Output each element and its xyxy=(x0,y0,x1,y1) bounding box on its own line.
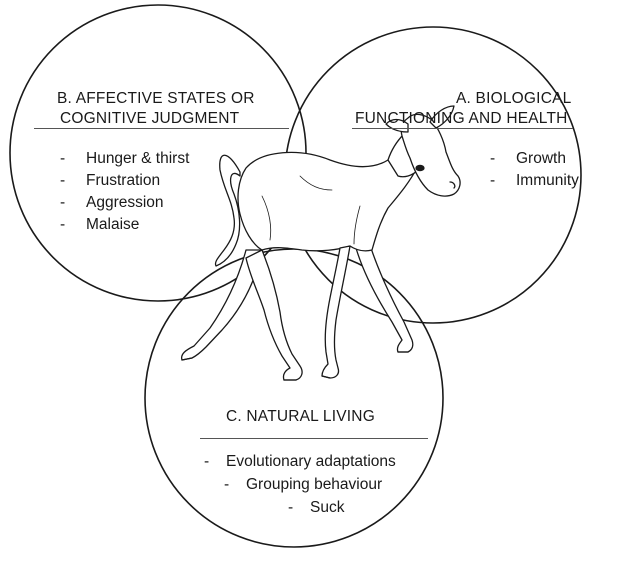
list-item: Malaise xyxy=(60,214,189,236)
circle-a-divider xyxy=(352,128,573,130)
list-item: Frustration xyxy=(60,170,189,192)
circle-c-title: C. NATURAL LIVING xyxy=(226,408,375,425)
list-item: Evolutionary adaptations xyxy=(226,453,396,470)
list-item: Immunity xyxy=(490,170,579,192)
list-item: Aggression xyxy=(60,192,189,214)
circle-b-title-line2: COGNITIVE JUDGMENT xyxy=(60,110,240,127)
circle-c-divider xyxy=(200,438,428,440)
circle-b-divider xyxy=(34,128,289,130)
circle-b-title-line1: B. AFFECTIVE STATES OR xyxy=(57,90,255,107)
list-item: Suck xyxy=(310,499,345,516)
circle-a-title-line1: A. BIOLOGICAL xyxy=(456,90,572,107)
circle-a-item-list: Growth Immunity xyxy=(490,148,579,192)
calf-illustration xyxy=(180,105,461,381)
list-item: Growth xyxy=(490,148,579,170)
list-item: Grouping behaviour xyxy=(246,476,383,493)
circle-c-item-1: -Evolutionary adaptations xyxy=(204,453,396,470)
circle-a-title-line2: FUNCTIONING AND HEALTH xyxy=(355,110,568,127)
circle-b-item-list: Hunger & thirst Frustration Aggression M… xyxy=(60,148,189,236)
circle-c-item-2: -Grouping behaviour xyxy=(224,476,383,493)
circle-c-item-3: -Suck xyxy=(288,499,345,516)
list-item: Hunger & thirst xyxy=(60,148,189,170)
